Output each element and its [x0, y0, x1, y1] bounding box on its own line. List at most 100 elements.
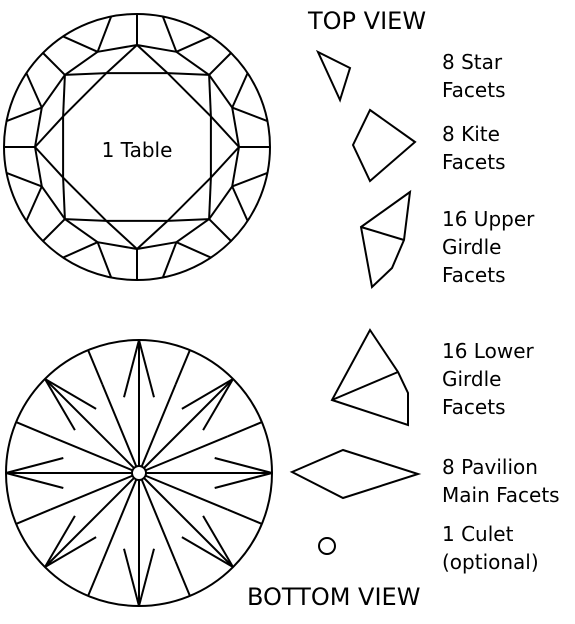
pavilion-main-edge [138, 472, 234, 568]
pavilion-main-edge [138, 472, 228, 511]
top-view-title: TOP VIEW [308, 7, 427, 35]
upper-girdle-facet-edge [96, 241, 113, 278]
upper-girdle-facet-edge [62, 35, 99, 53]
star-facet-edge [105, 44, 138, 74]
kite-facet-edge [64, 218, 99, 244]
star-facet-edge [62, 177, 66, 220]
lower-girdle-facet-edge [138, 548, 155, 607]
kite-facets-label: 8 Kite Facets [442, 122, 506, 174]
star-facet-edge [210, 146, 240, 179]
star-facet-edge [210, 115, 240, 148]
lower-girdle-facet-edge [227, 421, 263, 438]
kite-facet-edge [231, 146, 240, 187]
kite-facet-edge [208, 218, 232, 242]
lower-girdle-facet-edge [227, 508, 263, 525]
upper-girdle-facet-edge [231, 72, 249, 109]
star-facet-edge [136, 44, 169, 74]
kite-facet-edge [34, 107, 43, 148]
lower-girdle-facet-edge [87, 561, 104, 597]
upper-girdle-facet-edge [161, 16, 178, 53]
lower-girdle-facet-edge [181, 378, 234, 410]
bottom-view-diagram [5, 339, 273, 607]
lower-girdle-facets-shape [330, 328, 409, 427]
lower-girdle-facet-edge [15, 421, 51, 438]
kite-facet-edge [97, 241, 138, 250]
pavilion-main-edge [50, 435, 140, 474]
upper-girdle-facet-edge [231, 185, 249, 222]
kite-facet-edge [42, 218, 66, 242]
star-facet-edge [34, 146, 64, 179]
upper-girdle-facets-shape [359, 189, 412, 289]
star-facet-edge [208, 74, 212, 117]
kite-facet-edge [208, 52, 232, 76]
lower-girdle-facet-edge [123, 548, 140, 607]
lower-girdle-facet-edge [214, 457, 273, 474]
kite-facet-edge [136, 44, 177, 53]
upper-girdle-facet-edge [231, 171, 268, 188]
pavilion-main-edge [50, 472, 140, 511]
pavilion-main-edge [138, 378, 234, 474]
upper-girdle-facet-edge [175, 35, 212, 53]
lower-girdle-facet-edge [15, 508, 51, 525]
kite-facet-edge [136, 241, 177, 250]
upper-girdle-facet-edge [25, 72, 43, 109]
crown-facet-lines [4, 14, 270, 280]
lower-girdle-facet-edge [44, 515, 76, 568]
lower-girdle-facet-edge [44, 536, 97, 568]
kite-facet-edge [175, 50, 210, 76]
lower-girdle-facet-edge [44, 378, 76, 431]
kite-facet-edge [34, 146, 43, 187]
culet-shape [318, 537, 336, 555]
pavilion-main-edge [101, 384, 140, 474]
star-facet-edge [208, 177, 212, 220]
lower-girdle-facet-edge [181, 536, 234, 568]
pavilion-main-edge [138, 435, 228, 474]
pavilion-main-edge [138, 384, 177, 474]
lower-girdle-facet-edge [5, 472, 64, 489]
lower-girdle-facet-edge [202, 515, 234, 568]
lower-girdle-facet-edge [138, 339, 155, 398]
upper-girdle-facet-edge [6, 171, 43, 188]
kite-facet-edge [208, 185, 234, 220]
star-facet-edge [167, 218, 210, 222]
kite-facet-edge [175, 218, 210, 244]
lower-girdle-facet-edge [123, 339, 140, 398]
upper-girdle-facet-edge [175, 241, 212, 259]
lower-girdle-facet-edge [202, 378, 234, 431]
upper-girdle-facet-edge [96, 16, 113, 53]
star-facet-edge [34, 115, 64, 148]
pavilion-main-facet-shape [289, 448, 422, 500]
pavilion-main-facets-label: 8 Pavilion Main Facets [442, 455, 560, 507]
lower-girdle-facet-edge [174, 561, 191, 597]
culet-center [131, 465, 147, 481]
lower-girdle-facets-label: 16 Lower Girdle Facets [442, 339, 534, 419]
pavilion-main-edge [138, 472, 177, 562]
pavilion-main-edge [44, 378, 140, 474]
table-label: 1 Table [102, 138, 173, 162]
kite-facet-edge [40, 74, 66, 109]
kite-facet-edge [208, 74, 234, 109]
star-facet-edge [64, 218, 107, 222]
star-facets-label: 8 Star Facets [442, 50, 506, 102]
top-view-diagram: 1 Table [3, 13, 271, 281]
kite-facet-edge [40, 185, 66, 220]
star-facet-shape [315, 49, 352, 103]
star-facet-edge [64, 72, 107, 76]
lower-girdle-facet-edge [214, 472, 273, 489]
upper-girdle-facet-edge [231, 106, 268, 123]
upper-girdle-facet-edge [6, 106, 43, 123]
lower-girdle-facet-edge [87, 349, 104, 385]
upper-girdle-facets-label: 16 Upper Girdle Facets [442, 207, 535, 287]
lower-girdle-facet-edge [5, 457, 64, 474]
lower-girdle-facet-edge [44, 378, 97, 410]
pavilion-facet-lines [5, 339, 273, 607]
kite-facet-edge [42, 52, 66, 76]
lower-girdle-facet-edge [174, 349, 191, 385]
kite-facet-edge [231, 107, 240, 148]
kite-facet-edge [64, 50, 99, 76]
culet-label: 1 Culet (optional) [442, 522, 539, 574]
upper-girdle-facet-edge [62, 241, 99, 259]
star-facet-edge [105, 220, 138, 250]
